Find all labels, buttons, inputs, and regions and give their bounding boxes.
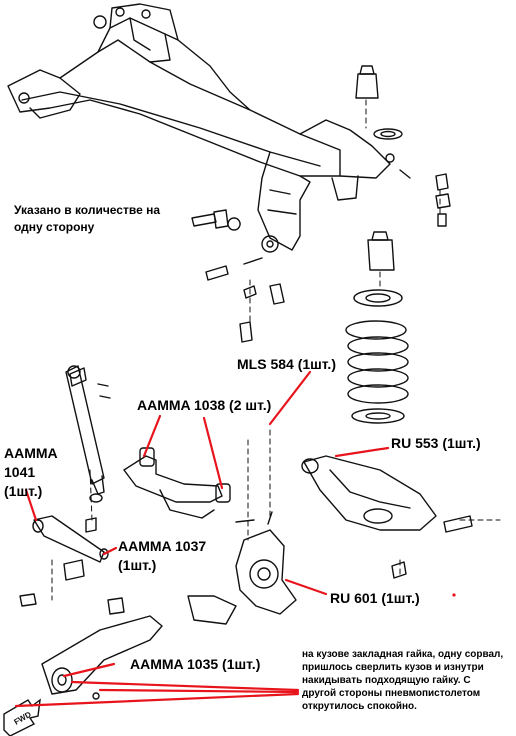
red-dot [452,593,456,597]
label-ru601: RU 601 (1шт.) [330,590,420,606]
coil-spring [345,320,409,424]
note-weld-nut: на кузове закладная гайка, одну сорвал, … [302,649,504,712]
lateral-link [19,515,109,607]
callout-line-note-b [98,688,300,694]
callout-line-note-c [14,692,300,708]
callout-line-aamma1038-b [202,416,224,490]
callout-line-mls584 [268,370,312,426]
callout-line-aamma1035 [62,662,116,678]
lower-control-arm [301,455,473,579]
callout-line-ru553 [334,446,390,458]
subframe-bolts [191,173,451,343]
assembly-axis-lines [51,99,501,601]
shock-absorber [65,365,111,503]
label-aamma1038: AAMMA 1038 (2 шт.) [137,397,272,413]
rear-subframe [7,3,411,253]
callout-line-aamma1037 [102,546,118,556]
callout-line-aamma1038-a [142,414,162,458]
label-aamma1037-line1: AAMMA 1037 [118,538,207,554]
steering-knuckle [187,511,297,625]
spring-seat-parts [353,65,403,307]
callout-lines [14,370,390,708]
callout-line-ru601 [284,578,328,596]
upper-control-arm [123,447,231,519]
label-aamma1041-line3: (1шт.) [4,483,43,499]
label-aamma1041-line1: AAMMA [4,445,58,461]
label-aamma1037-line2: (1шт.) [118,557,157,573]
label-mls584: MLS 584 (1шт.) [237,356,336,372]
note-quantity-per-side: Указано в количестве на одну сторону [14,203,160,234]
label-aamma1041-line2: 1041 [4,464,36,480]
label-aamma1035: AAMMA 1035 (1шт.) [130,656,261,672]
label-ru553: RU 553 (1шт.) [391,435,481,451]
callout-line-aamma1041 [24,488,38,522]
callout-line-note-a [70,680,300,692]
trailing-arm [41,597,163,700]
